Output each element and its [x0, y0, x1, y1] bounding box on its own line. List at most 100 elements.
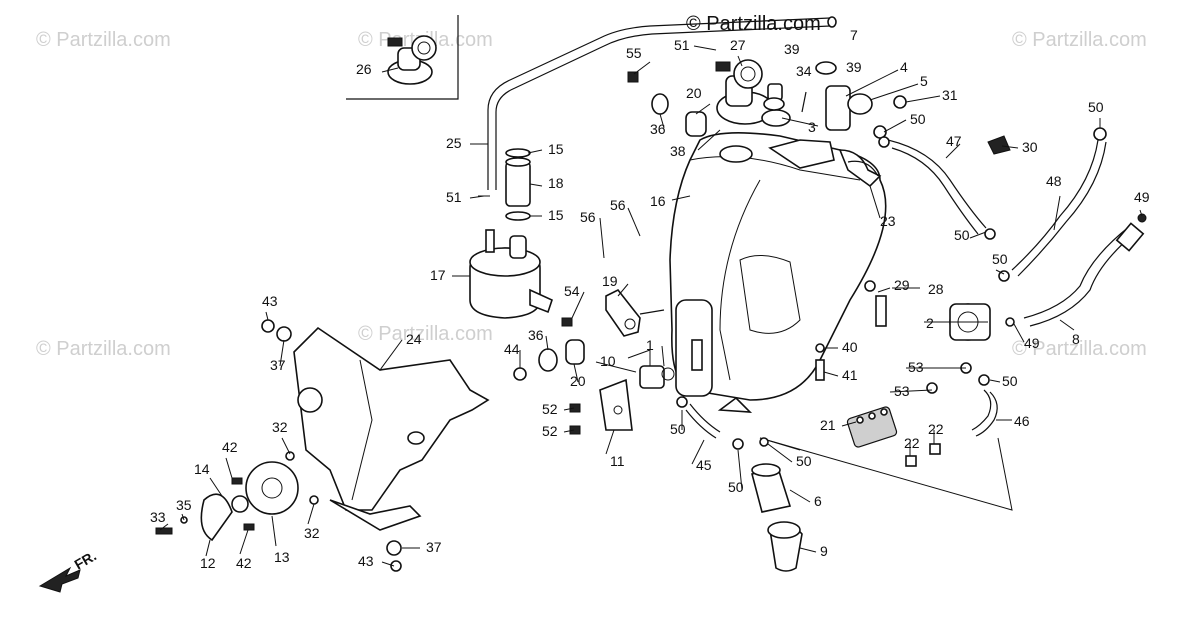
callout-2: 2 [926, 315, 934, 331]
callout-50b: 50 [1088, 99, 1104, 115]
leader-line [563, 407, 575, 411]
bracket-19 [561, 288, 665, 337]
callout-16: 16 [650, 193, 666, 209]
leader-line [381, 561, 395, 567]
leader-line [693, 45, 717, 51]
callout-7: 7 [850, 27, 858, 43]
leader-line [181, 513, 185, 521]
callout-24: 24 [406, 331, 422, 347]
leader-line [691, 439, 705, 465]
leader-line [659, 113, 665, 129]
callout-33: 33 [150, 509, 166, 525]
callout-15a: 15 [548, 141, 564, 157]
leader-line [1001, 145, 1019, 149]
leader-lines [159, 45, 1143, 567]
leader-line [781, 117, 819, 127]
callout-50f: 50 [670, 421, 686, 437]
callout-37a: 37 [270, 357, 286, 373]
callout-11: 11 [610, 453, 625, 469]
leader-line [945, 143, 961, 159]
callout-19: 19 [602, 273, 618, 289]
leader-line [869, 83, 919, 101]
grommets-37-43 [261, 319, 402, 572]
callout-50a: 50 [910, 111, 926, 127]
callout-51a: 51 [674, 37, 690, 53]
leader-line [661, 345, 665, 367]
leader-line [789, 489, 811, 503]
bolt-40-41 [815, 343, 825, 381]
callout-50d: 50 [992, 251, 1008, 267]
callout-35: 35 [176, 497, 192, 513]
callout-28: 28 [928, 281, 944, 297]
rubber-mounts-lower [513, 339, 585, 381]
bracket-11 [569, 365, 675, 435]
callout-40: 40 [842, 339, 858, 355]
callout-41: 41 [842, 367, 858, 383]
leader-line [737, 55, 743, 67]
leader-line [989, 379, 1001, 383]
leader-line [529, 183, 543, 187]
breather-tube [487, 16, 837, 190]
watermark-mid-left: © Partzilla.com [36, 338, 171, 360]
leader-line [845, 69, 899, 97]
callout-50h: 50 [728, 479, 744, 495]
leader-line [469, 195, 485, 199]
callout-5: 5 [920, 73, 928, 89]
leader-line [225, 457, 233, 479]
callout-52b: 52 [542, 423, 558, 439]
callout-56b: 56 [580, 209, 596, 225]
watermark-mid-right: © Partzilla.com [1012, 338, 1147, 360]
callout-53a: 53 [908, 359, 924, 375]
watermark-header: © Partzilla.com [686, 13, 821, 35]
callout-15b: 15 [548, 207, 564, 223]
leader-line [869, 185, 881, 219]
callout-27: 27 [730, 37, 746, 53]
callout-6: 6 [814, 493, 822, 509]
hose-8 [1005, 213, 1147, 327]
callout-9: 9 [820, 543, 828, 559]
callout-37b: 37 [426, 539, 442, 555]
callout-32b: 32 [304, 525, 320, 541]
front-arrow-icon: FR. [38, 547, 99, 593]
leader-line [159, 523, 169, 531]
callout-20a: 20 [570, 373, 586, 389]
callout-50e: 50 [1002, 373, 1018, 389]
callout-18: 18 [548, 175, 564, 191]
callout-17: 17 [430, 267, 446, 283]
callout-labels: 1 2 3 4 5 6 7 8 9 10 11 12 13 14 15 15 1… [150, 27, 1150, 571]
callout-12: 12 [200, 555, 216, 571]
leader-line [889, 389, 933, 393]
leader-line [209, 477, 223, 497]
filter-assembly [676, 396, 803, 572]
callout-47: 47 [946, 133, 962, 149]
leader-line [599, 217, 605, 259]
callout-32a: 32 [272, 419, 288, 435]
inset-box [346, 15, 459, 100]
assembly-lines [759, 437, 1013, 511]
leader-line [633, 61, 651, 75]
leader-line [307, 503, 315, 525]
callout-36a: 36 [528, 327, 544, 343]
callout-13: 13 [274, 549, 290, 565]
fittings-5-31 [847, 93, 907, 139]
leader-line [695, 103, 711, 115]
callout-4: 4 [900, 59, 908, 75]
callout-39b: 39 [846, 59, 862, 75]
callout-23: 23 [880, 213, 896, 229]
leader-line [527, 149, 543, 154]
leader-line [265, 311, 269, 321]
callout-3: 3 [808, 119, 816, 135]
callout-31: 31 [942, 87, 958, 103]
leader-line [279, 339, 285, 367]
callout-54: 54 [564, 283, 580, 299]
callout-25: 25 [446, 135, 462, 151]
leader-line [627, 207, 641, 237]
leader-line [1139, 209, 1143, 217]
leader-line [737, 449, 743, 491]
callout-49a: 49 [1134, 189, 1150, 205]
callout-50c: 50 [954, 227, 970, 243]
hose-47 [878, 136, 996, 240]
watermark-top-right: © Partzilla.com [1012, 29, 1147, 51]
callout-22b: 22 [928, 421, 944, 437]
leader-line [823, 371, 839, 377]
